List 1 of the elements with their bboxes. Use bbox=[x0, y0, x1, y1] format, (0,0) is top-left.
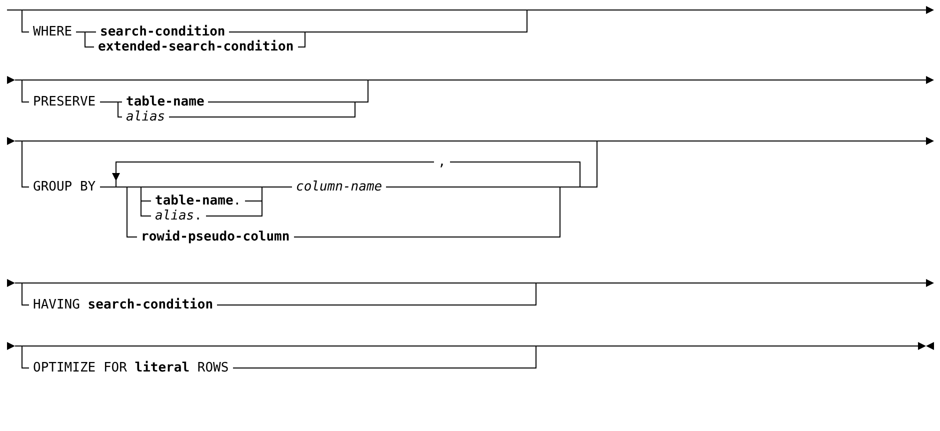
syntax-term: rowid-pseudo-column bbox=[137, 230, 294, 244]
